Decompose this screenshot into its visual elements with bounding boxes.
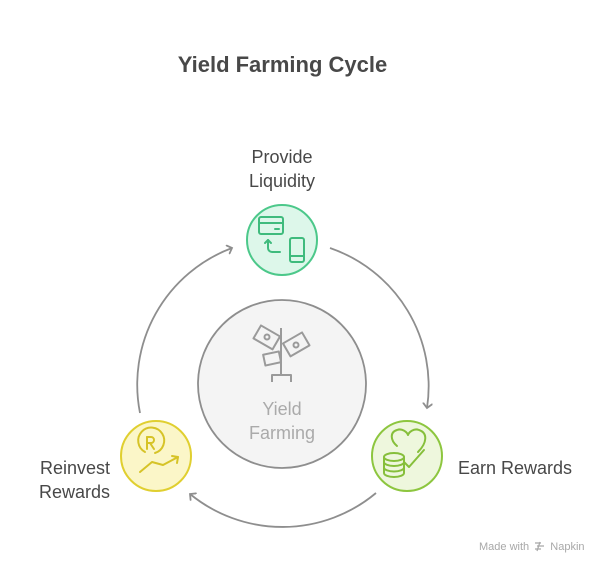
step-label-line: Liquidity bbox=[248, 171, 316, 191]
arrow-earn-to-reinvest bbox=[190, 492, 377, 528]
step-label-provide-liquidity: Provide Liquidity bbox=[222, 145, 342, 193]
step-label-line: Reinvest bbox=[39, 458, 110, 478]
step-label-line: Provide bbox=[251, 147, 313, 167]
step-node-earn-rewards bbox=[371, 420, 443, 492]
step-label-reinvest-rewards: Reinvest Rewards bbox=[10, 456, 110, 504]
step-node-provide-liquidity bbox=[246, 204, 318, 276]
made-with-text: Made with bbox=[479, 541, 530, 553]
arrow-provide-to-earn bbox=[329, 247, 429, 408]
napkin-watermark: Made with Napkin bbox=[479, 541, 585, 553]
center-node bbox=[197, 299, 367, 469]
step-label-earn-rewards: Earn Rewards bbox=[458, 458, 573, 478]
card-phone-transfer-icon bbox=[258, 216, 305, 263]
arrow-reinvest-to-provide bbox=[136, 248, 232, 414]
napkin-brand-text: Napkin bbox=[550, 541, 585, 553]
money-plant-icon bbox=[252, 324, 311, 382]
diagram-title: Yield Farming Cycle bbox=[177, 52, 388, 77]
step-label-line: Rewards bbox=[38, 482, 110, 502]
coins-heart-check-icon bbox=[383, 428, 427, 478]
napkin-logo-icon bbox=[535, 541, 545, 552]
center-label: Yield Farming bbox=[222, 397, 342, 445]
center-label-line: Yield bbox=[262, 399, 302, 419]
rupee-growth-icon bbox=[137, 426, 179, 473]
center-label-line: Farming bbox=[248, 423, 315, 443]
step-node-reinvest-rewards bbox=[120, 420, 192, 492]
